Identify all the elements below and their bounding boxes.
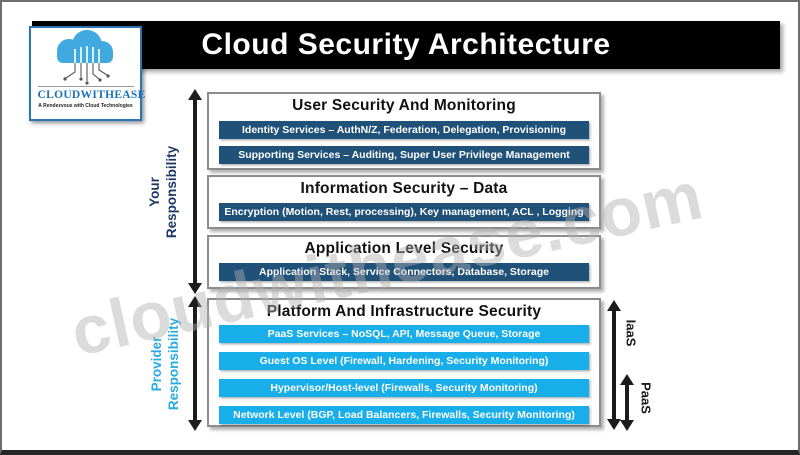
arrow-shaft: [193, 98, 197, 285]
application-security-box: Application Level Security Application S…: [207, 235, 601, 289]
security-bar: Guest OS Level (Firewall, Hardening, Sec…: [219, 352, 589, 370]
security-bar: PaaS Services – NoSQL, API, Message Queu…: [219, 325, 589, 343]
paas-scope-arrow: [620, 374, 634, 431]
box-header: Application Level Security: [304, 240, 504, 257]
arrow-head-up-icon: [188, 296, 202, 307]
arrow-head-up-icon: [188, 89, 202, 100]
arrow-head-down-icon: [620, 420, 634, 431]
box-header: Information Security – Data: [300, 180, 508, 197]
cloud-circuit-icon: [56, 30, 113, 85]
security-bar: Supporting Services – Auditing, Super Us…: [219, 146, 589, 164]
your-responsibility-arrow: [188, 89, 202, 294]
box-header: User Security And Monitoring: [292, 97, 516, 114]
cloudwithease-logo: CLOUDWITHEASE A Rendezvous with Cloud Te…: [29, 26, 145, 121]
provider-responsibility-arrow: [188, 296, 202, 431]
paas-label: PaaS: [638, 382, 654, 414]
provider-responsibility-label: Provider Responsibility: [149, 317, 181, 411]
arrow-shaft: [625, 383, 629, 422]
iaas-scope-arrow: [607, 300, 621, 430]
security-bar: Hypervisor/Host-level (Firewalls, Securi…: [219, 379, 589, 397]
iaas-label: IaaS: [623, 319, 639, 347]
logo-name: CLOUDWITHEASE: [37, 86, 145, 101]
your-responsibility-label: Your Responsibility: [147, 145, 179, 239]
information-security-box: Information Security – Data Encryption (…: [207, 175, 601, 229]
page-title: Cloud Security Architecture: [201, 28, 611, 61]
logo-tagline: A Rendezvous with Cloud Technologies: [38, 103, 133, 109]
security-bar: Encryption (Motion, Rest, processing), K…: [219, 203, 589, 221]
arrow-head-down-icon: [188, 283, 202, 294]
arrow-head-up-icon: [607, 300, 621, 311]
platform-infrastructure-security-box: Platform And Infrastructure Security Paa…: [207, 298, 601, 427]
arrow-shaft: [193, 305, 197, 422]
security-bar: Application Stack, Service Connectors, D…: [219, 263, 589, 281]
arrow-head-down-icon: [607, 419, 621, 430]
box-header: Platform And Infrastructure Security: [266, 303, 542, 320]
title-banner: Cloud Security Architecture: [32, 21, 780, 69]
security-bar: Identity Services – AuthN/Z, Federation,…: [219, 121, 589, 139]
security-bar: Network Level (BGP, Load Balancers, Fire…: [219, 406, 589, 424]
arrow-head-down-icon: [188, 420, 202, 431]
user-security-box: User Security And Monitoring Identity Se…: [207, 92, 601, 170]
arrow-shaft: [612, 309, 616, 421]
arrow-head-up-icon: [620, 374, 634, 385]
